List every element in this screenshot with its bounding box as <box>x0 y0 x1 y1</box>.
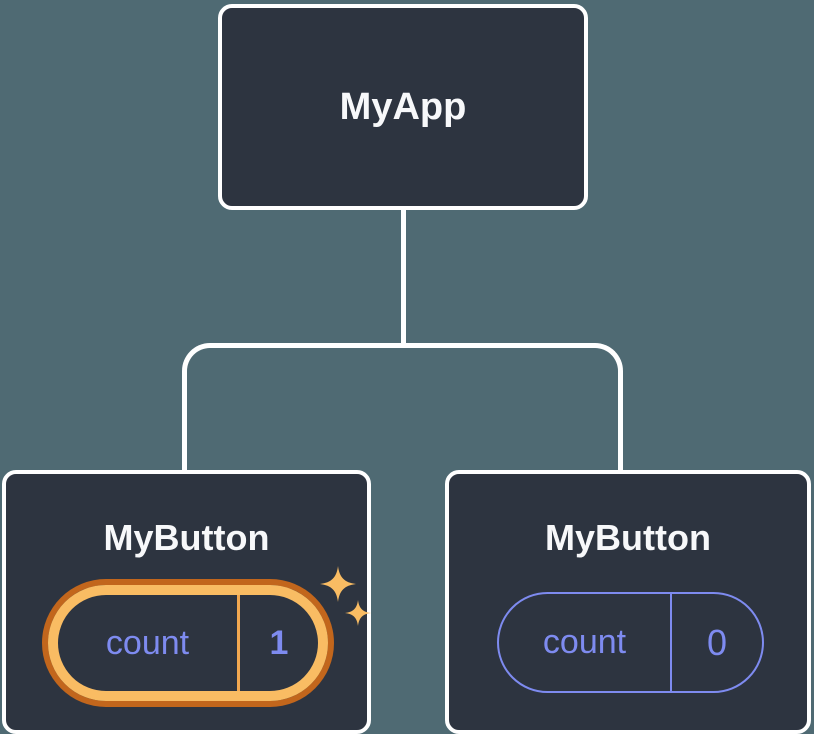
state-name: count <box>105 623 190 662</box>
state-value: 1 <box>269 623 289 662</box>
tree-node-child-right: MyButton count 0 <box>445 470 811 734</box>
sparkle-icon <box>320 566 356 602</box>
connector-branch-bracket <box>182 343 623 470</box>
sparkle-icon <box>345 600 371 626</box>
state-pill: count 0 <box>497 592 764 693</box>
state-value: 0 <box>706 621 728 663</box>
connector-root-stem <box>401 206 406 346</box>
root-node-label: MyApp <box>339 85 467 128</box>
state-pill-highlighted: count 1 <box>48 585 328 701</box>
child-node-label: MyButton <box>545 517 711 558</box>
state-pill-divider <box>670 594 672 691</box>
state-name: count <box>542 623 627 661</box>
state-pill-divider <box>237 595 240 691</box>
tree-node-root: MyApp <box>218 4 588 210</box>
child-node-label: MyButton <box>103 517 270 558</box>
tree-node-child-left: MyButton count 1 <box>2 470 371 734</box>
